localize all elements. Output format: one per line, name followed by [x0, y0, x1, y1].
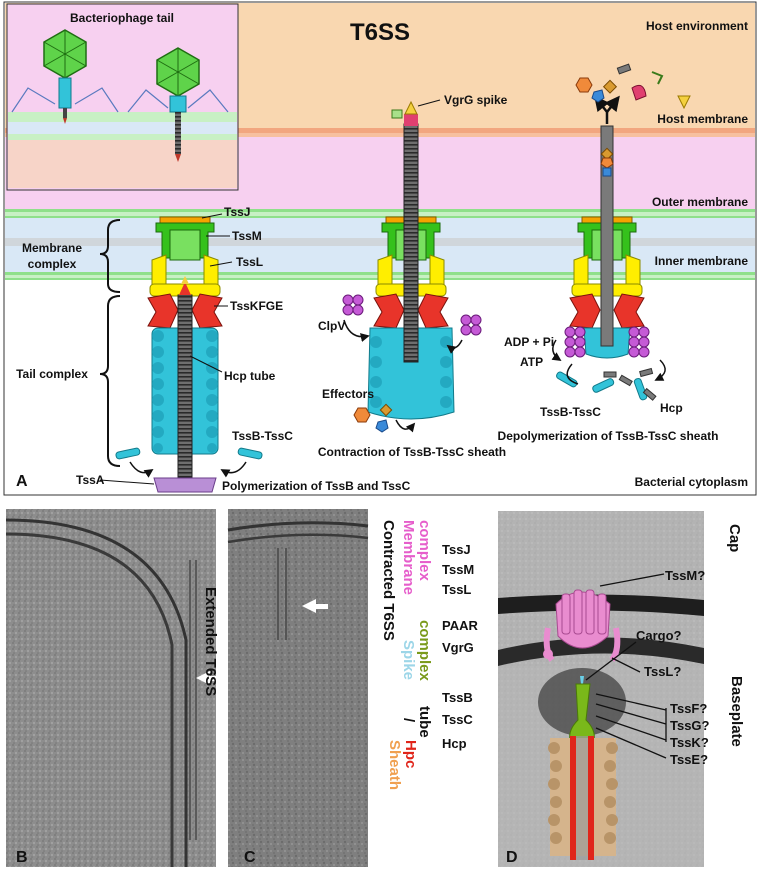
svg-text:TssL: TssL [236, 255, 263, 269]
svg-text:TssL: TssL [442, 582, 471, 597]
panel-b: B Extended T6SS [5, 509, 228, 867]
svg-text:TssJ: TssJ [442, 542, 471, 557]
extended-t6ss-label: Extended T6SS [202, 587, 219, 696]
svg-text:TssB-TssC: TssB-TssC [232, 429, 293, 443]
panel-d: TssM? Cargo? TssL? TssF? TssG? TssK? Tss… [498, 511, 745, 867]
t6ss-extended-machine: TssJ TssM TssL TssKFGE Hcp tube TssB-Tss… [76, 205, 411, 493]
component-legend: Membrane complex TssJ TssM TssL Spike co… [386, 520, 478, 790]
svg-text:Hcp tube: Hcp tube [224, 369, 276, 383]
effector-icon [353, 407, 371, 423]
cryo-em-extended-image [6, 509, 216, 867]
contracted-t6ss-label: Contracted T6SS [380, 520, 397, 641]
svg-text:Cargo?: Cargo? [636, 628, 682, 643]
tssa-block [153, 477, 217, 493]
svg-text:complex: complex [28, 257, 77, 271]
phage-sheath [58, 77, 72, 109]
zone-host-environment: Host environment [646, 19, 748, 33]
hcp-tube-extended [177, 294, 193, 478]
zone-outer-membrane: Outer membrane [652, 195, 748, 209]
svg-text:Membrane: Membrane [22, 241, 82, 255]
zone-host-membrane: Host membrane [657, 112, 748, 126]
host-membrane-band [5, 128, 755, 133]
panel-a: Bacteriophage tail T6SS Host environment… [3, 1, 757, 496]
cryo-em-contracted-image [228, 509, 368, 867]
svg-text:TssK?: TssK? [670, 735, 709, 750]
panel-b-letter: B [16, 849, 28, 866]
t6ss-depolymerization-machine: ADP + Pi ATP Hcp TssB-TssC Depolymerizat… [498, 63, 719, 443]
arrow-icon-2 [302, 599, 316, 613]
outer-membrane-line [5, 209, 755, 212]
svg-text:Hpc: Hpc [402, 740, 419, 768]
svg-text:TssM: TssM [232, 229, 262, 243]
outer-membrane-band [5, 212, 755, 216]
membrane-complex-bracket [99, 219, 121, 293]
svg-text:TssF?: TssF? [670, 701, 707, 716]
svg-text:complex: complex [416, 520, 433, 582]
svg-text:ADP + Pi: ADP + Pi [504, 335, 554, 349]
svg-text:Tail complex: Tail complex [16, 367, 88, 381]
svg-text:Spike: Spike [400, 640, 417, 680]
svg-text:ATP: ATP [520, 355, 543, 369]
inset-title: Bacteriophage tail [70, 11, 174, 25]
svg-text:TssM: TssM [442, 562, 474, 577]
host-membrane-band-inner [5, 133, 755, 137]
arrow-icon [196, 671, 210, 685]
svg-text:tube: tube [416, 706, 433, 738]
svg-text:TssM?: TssM? [665, 568, 705, 583]
svg-text:TssL?: TssL? [644, 664, 681, 679]
svg-text:complex: complex [416, 620, 433, 682]
svg-text:PAAR: PAAR [442, 618, 478, 633]
clpv-icon [342, 294, 364, 316]
zone-bacterial-cytoplasm: Bacterial cytoplasm [635, 475, 748, 489]
svg-text:Membrane: Membrane [400, 520, 417, 595]
bacteriophage-inset: Bacteriophage tail [6, 3, 239, 191]
baseplate-label: Baseplate [728, 676, 745, 747]
svg-text:TssKFGE: TssKFGE [230, 299, 283, 313]
svg-text:TssE?: TssE? [670, 752, 708, 767]
svg-text:Sheath: Sheath [386, 740, 403, 790]
svg-text:TssG?: TssG? [670, 718, 710, 733]
svg-text:Hcp: Hcp [442, 736, 467, 751]
tail-complex-bracket [99, 295, 121, 467]
svg-text:Polymerization of TssB and Tss: Polymerization of TssB and TssC [222, 479, 411, 493]
tssb-tssc-free [115, 447, 141, 460]
panel-a-letter: A [16, 473, 28, 490]
svg-text:Contraction of TssB-TssC sheat: Contraction of TssB-TssC sheath [318, 445, 506, 459]
svg-text:/: / [400, 718, 417, 723]
svg-text:Effectors: Effectors [322, 387, 374, 401]
svg-text:TssC: TssC [442, 712, 473, 727]
panel-c: C Contracted T6SS [227, 509, 397, 867]
panel-c-letter: C [244, 849, 256, 866]
paar-density [580, 676, 584, 684]
sheath-contracted [367, 327, 455, 420]
cap-label: Cap [726, 524, 743, 552]
svg-text:ClpV: ClpV [318, 319, 345, 333]
vgrg-tip [179, 282, 191, 295]
svg-text:Depolymerization of TssB-TssC: Depolymerization of TssB-TssC sheath [498, 429, 719, 443]
sheath-density [548, 736, 618, 860]
svg-text:VgrG spike: VgrG spike [444, 93, 508, 107]
zone-inner-membrane: Inner membrane [655, 254, 749, 268]
svg-text:VgrG: VgrG [442, 640, 474, 655]
svg-text:TssA: TssA [76, 473, 105, 487]
svg-text:TssJ: TssJ [224, 205, 250, 219]
panel-a-title: T6SS [350, 19, 410, 46]
svg-text:TssB-TssC: TssB-TssC [540, 405, 601, 419]
vgrg-spike-icon [404, 100, 418, 115]
hcp-density [570, 736, 576, 860]
t6ss-contracted-machine: VgrG spike ClpV Effectors Contraction of… [318, 93, 508, 459]
svg-text:TssB: TssB [442, 690, 473, 705]
hcp-tube-depoly [600, 125, 614, 347]
hcp-tube-contracted [403, 123, 419, 363]
panel-d-letter: D [506, 849, 518, 866]
svg-text:Hcp: Hcp [660, 401, 683, 415]
